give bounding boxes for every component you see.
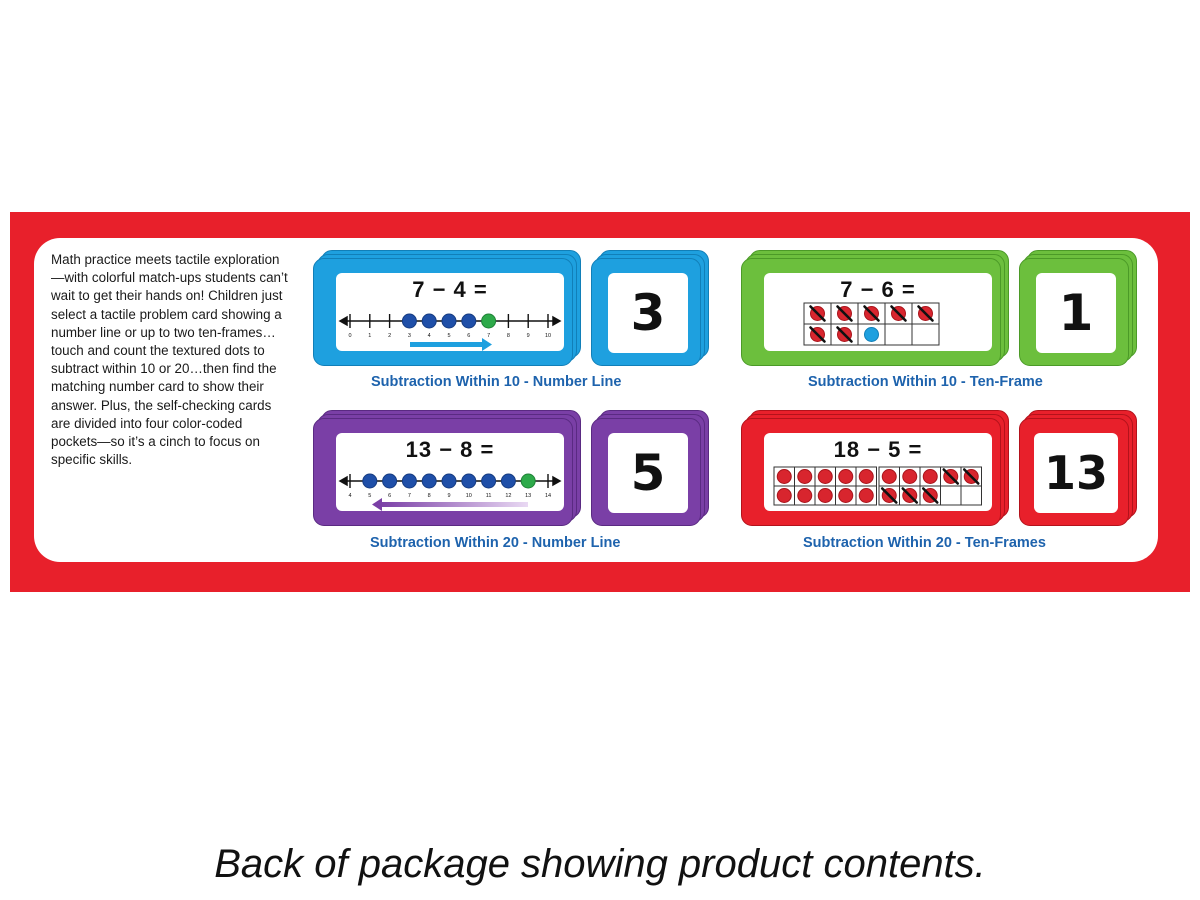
- counter-dot: [838, 488, 854, 503]
- textured-dot: [441, 473, 457, 489]
- counter-dot: [817, 488, 833, 503]
- tick-label: 5: [368, 493, 371, 499]
- group-label-3: Subtraction Within 20 - Number Line: [370, 535, 621, 551]
- tick-label: 10: [466, 493, 472, 499]
- problem-card-stack-3: 13 − 8 = 4 5 6 7 8 9 10 11 12 13 14: [313, 410, 581, 528]
- group-label-2: Subtraction Within 10 - Ten-Frame: [808, 374, 1043, 390]
- answer-card-stack-1: 3: [591, 250, 711, 368]
- problem-card-face: 7 − 6 =: [764, 273, 992, 351]
- textured-dot: [362, 473, 378, 489]
- tick-label: 4: [348, 493, 351, 499]
- problem-card-stack-2: 7 − 6 =: [741, 250, 1009, 368]
- tick-label: 1: [368, 333, 371, 339]
- tick-label: 5: [447, 333, 450, 339]
- tick-label: 8: [507, 333, 510, 339]
- group-label-1: Subtraction Within 10 - Number Line: [371, 374, 622, 390]
- equation-text: 7 − 6 =: [840, 277, 916, 302]
- counter-dot: [858, 469, 874, 484]
- tick-label: 6: [388, 493, 391, 499]
- number-line-1: 0 1 2 3 4 5 6 7 8 9 10: [338, 313, 562, 351]
- counter-dot: [902, 469, 918, 484]
- textured-dot: [382, 473, 398, 489]
- tick-label: 14: [545, 493, 551, 499]
- cross-out-mark: [921, 487, 939, 504]
- counter-dot: [922, 469, 938, 484]
- start-dot: [520, 473, 536, 489]
- textured-dot: [481, 473, 497, 489]
- tick-label: 4: [428, 333, 431, 339]
- group-label-4: Subtraction Within 20 - Ten-Frames: [803, 535, 1046, 551]
- product-description: Math practice meets tactile exploration—…: [51, 252, 288, 468]
- answer-card-stack-2: 1: [1019, 250, 1139, 368]
- textured-dot: [500, 473, 516, 489]
- tick-label: 12: [505, 493, 511, 499]
- ten-frame-1: [803, 302, 940, 346]
- answer-number: 13: [1043, 446, 1108, 500]
- tick-label: 6: [467, 333, 470, 339]
- counter-dot: [838, 469, 854, 484]
- tick-label: 7: [487, 333, 490, 339]
- cross-out-mark: [836, 326, 853, 343]
- cross-out-mark: [863, 305, 880, 322]
- number-line-2: 4 5 6 7 8 9 10 11 12 13 14: [338, 473, 562, 511]
- answer-number: 5: [630, 444, 666, 502]
- tick-label: 3: [408, 333, 411, 339]
- cross-out-mark: [836, 305, 853, 322]
- tick-label: 13: [525, 493, 531, 499]
- textured-dot: [461, 473, 477, 489]
- equation-text: 18 − 5 =: [833, 437, 923, 462]
- tick-label: 10: [545, 333, 551, 339]
- problem-card-stack-4: 18 − 5 =: [741, 410, 1009, 528]
- remaining-dot: [864, 327, 879, 342]
- counter-dot: [817, 469, 833, 484]
- counter-dot: [776, 469, 792, 484]
- cross-out-mark: [890, 305, 907, 322]
- counter-dot: [797, 469, 813, 484]
- answer-number: 1: [1058, 284, 1094, 342]
- direction-arrow: [410, 338, 492, 351]
- cross-out-mark: [880, 487, 898, 504]
- problem-card-face: 13 − 8 = 4 5 6 7 8 9 10 11 12 13 14: [336, 433, 564, 511]
- tick-label: 8: [428, 493, 431, 499]
- cross-out-mark: [809, 305, 826, 322]
- textured-dot: [401, 313, 417, 329]
- equation-text: 13 − 8 =: [405, 437, 495, 462]
- ten-frame-cell: [884, 323, 913, 346]
- ten-frame-cell: [940, 485, 962, 506]
- cross-out-mark: [917, 305, 934, 322]
- textured-dot: [421, 313, 437, 329]
- equation-text: 7 − 4 =: [412, 277, 488, 302]
- cross-out-mark: [942, 468, 960, 485]
- tick-label: 0: [348, 333, 351, 339]
- cross-out-mark: [962, 468, 980, 485]
- answer-card-stack-3: 5: [591, 410, 711, 528]
- textured-dot: [401, 473, 417, 489]
- tick-label: 9: [527, 333, 530, 339]
- image-caption: Back of package showing product contents…: [214, 842, 986, 886]
- counter-dot: [776, 488, 792, 503]
- answer-card-stack-4: 13: [1019, 410, 1139, 528]
- answer-number: 3: [630, 284, 666, 342]
- problem-card-face: 7 − 4 = 0 1 2 3 4 5 6 7 8 9 10: [336, 273, 564, 351]
- ten-frame-cell: [960, 485, 982, 506]
- counter-dot: [797, 488, 813, 503]
- tick-label: 11: [486, 493, 492, 499]
- ten-frame-cell: [911, 323, 940, 346]
- tick-label: 2: [388, 333, 391, 339]
- direction-arrow: [372, 498, 528, 511]
- ten-frames-2: [773, 466, 982, 506]
- textured-dot: [461, 313, 477, 329]
- textured-dot: [421, 473, 437, 489]
- cross-out-mark: [809, 326, 826, 343]
- problem-card-stack-1: 7 − 4 = 0 1 2 3 4 5 6 7 8 9 10: [313, 250, 581, 368]
- textured-dot: [441, 313, 457, 329]
- cross-out-mark: [901, 487, 919, 504]
- start-dot: [481, 313, 497, 329]
- counter-dot: [881, 469, 897, 484]
- tick-label: 7: [408, 493, 411, 499]
- counter-dot: [858, 488, 874, 503]
- tick-label: 9: [447, 493, 450, 499]
- problem-card-face: 18 − 5 =: [764, 433, 992, 511]
